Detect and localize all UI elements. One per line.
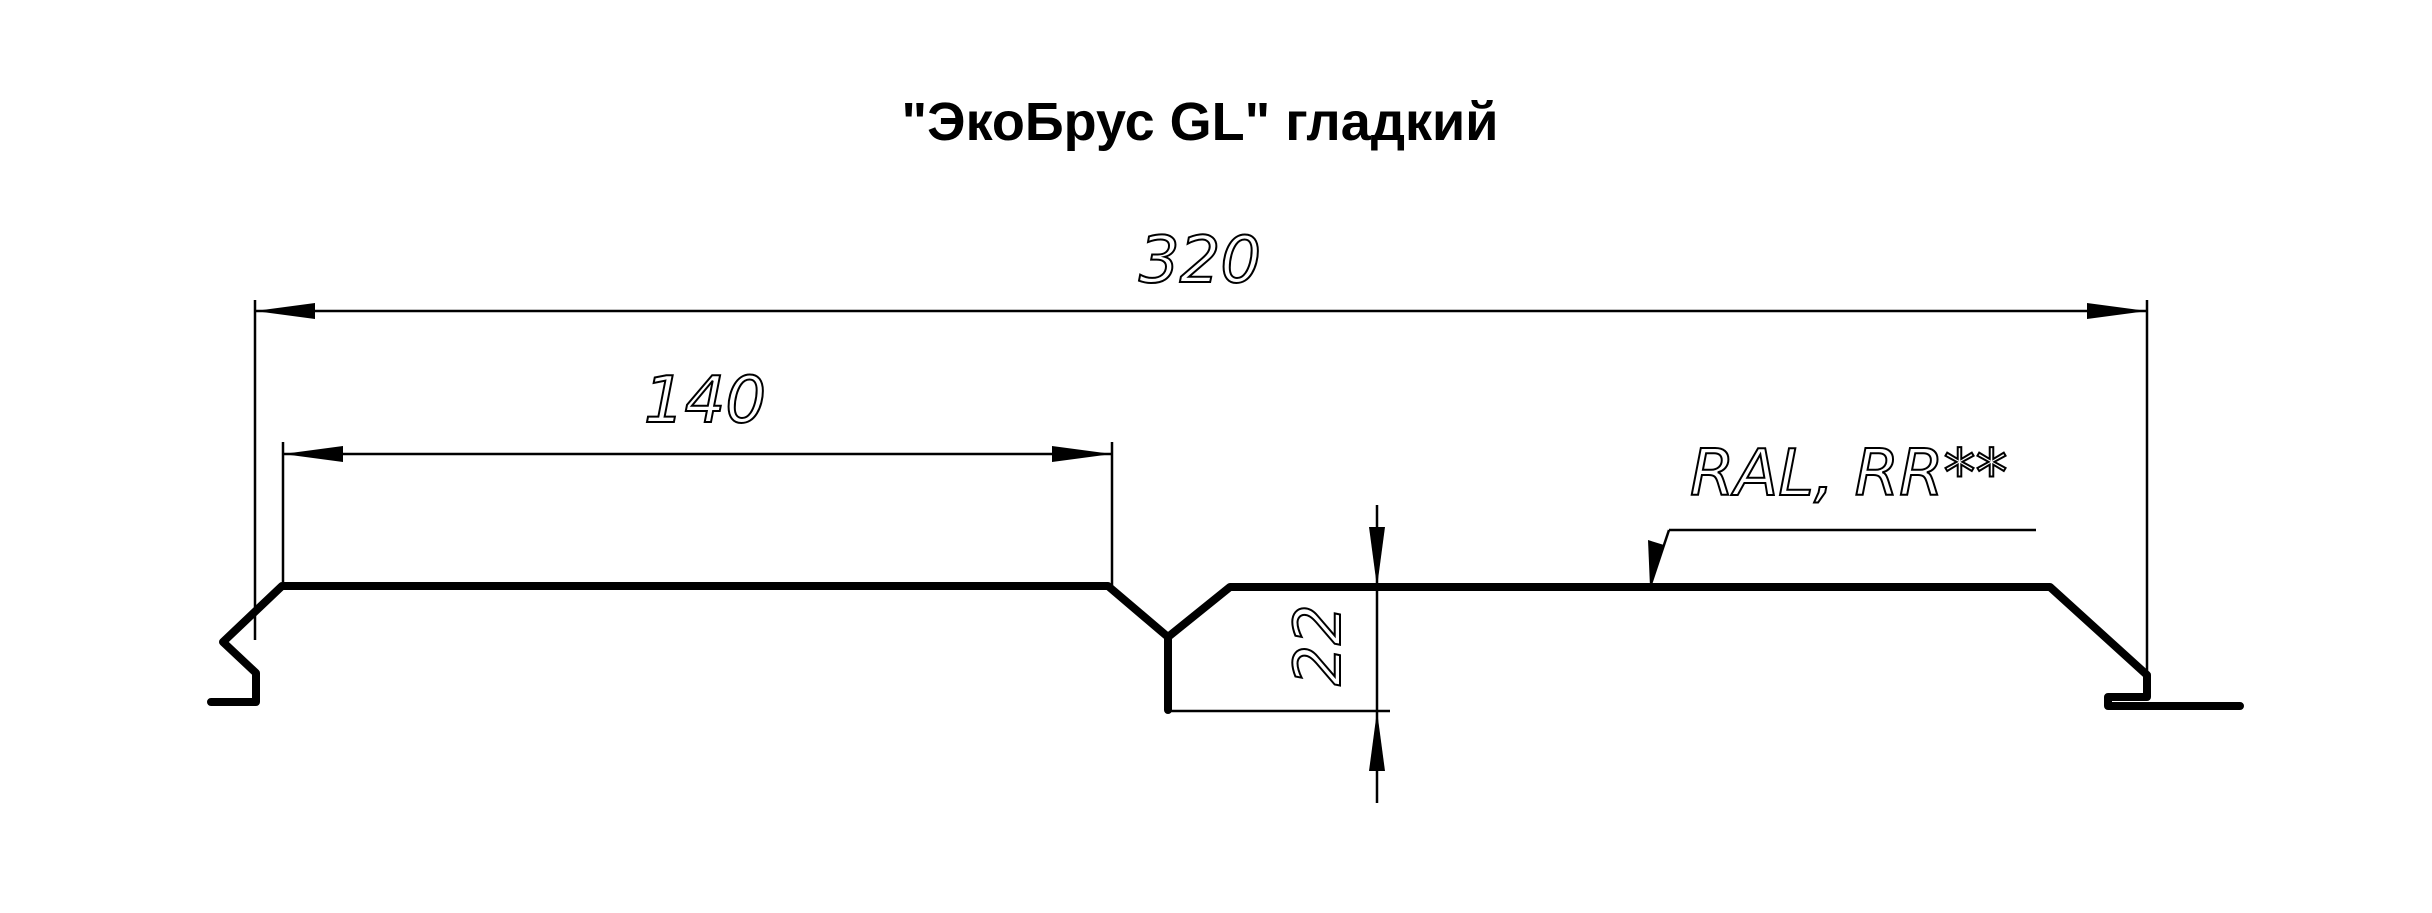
dimension-label-22: 22 [1282, 604, 1356, 685]
arrow-icon [1369, 711, 1385, 771]
coating-leader: RAL, RR** [1648, 436, 2036, 588]
dimension-label-320: 320 [1139, 224, 1261, 298]
dimension-140: 140 [281, 363, 1114, 586]
arrow-icon [1052, 446, 1112, 462]
dimension-label-140: 140 [644, 364, 766, 438]
arrow-icon [1648, 540, 1664, 587]
arrow-icon [1369, 527, 1385, 587]
arrow-icon [255, 303, 315, 319]
profile-outline-left [207, 582, 1172, 714]
coating-label: RAL, RR** [1690, 437, 2008, 511]
dimension-22: 22 [1168, 505, 1390, 803]
arrow-icon [283, 446, 343, 462]
profile-outline-right [1164, 583, 2244, 710]
dimension-320: 320 [253, 223, 2149, 675]
arrow-icon [2087, 303, 2147, 319]
drawing-title: "ЭкоБрус GL" гладкий [902, 92, 1499, 152]
